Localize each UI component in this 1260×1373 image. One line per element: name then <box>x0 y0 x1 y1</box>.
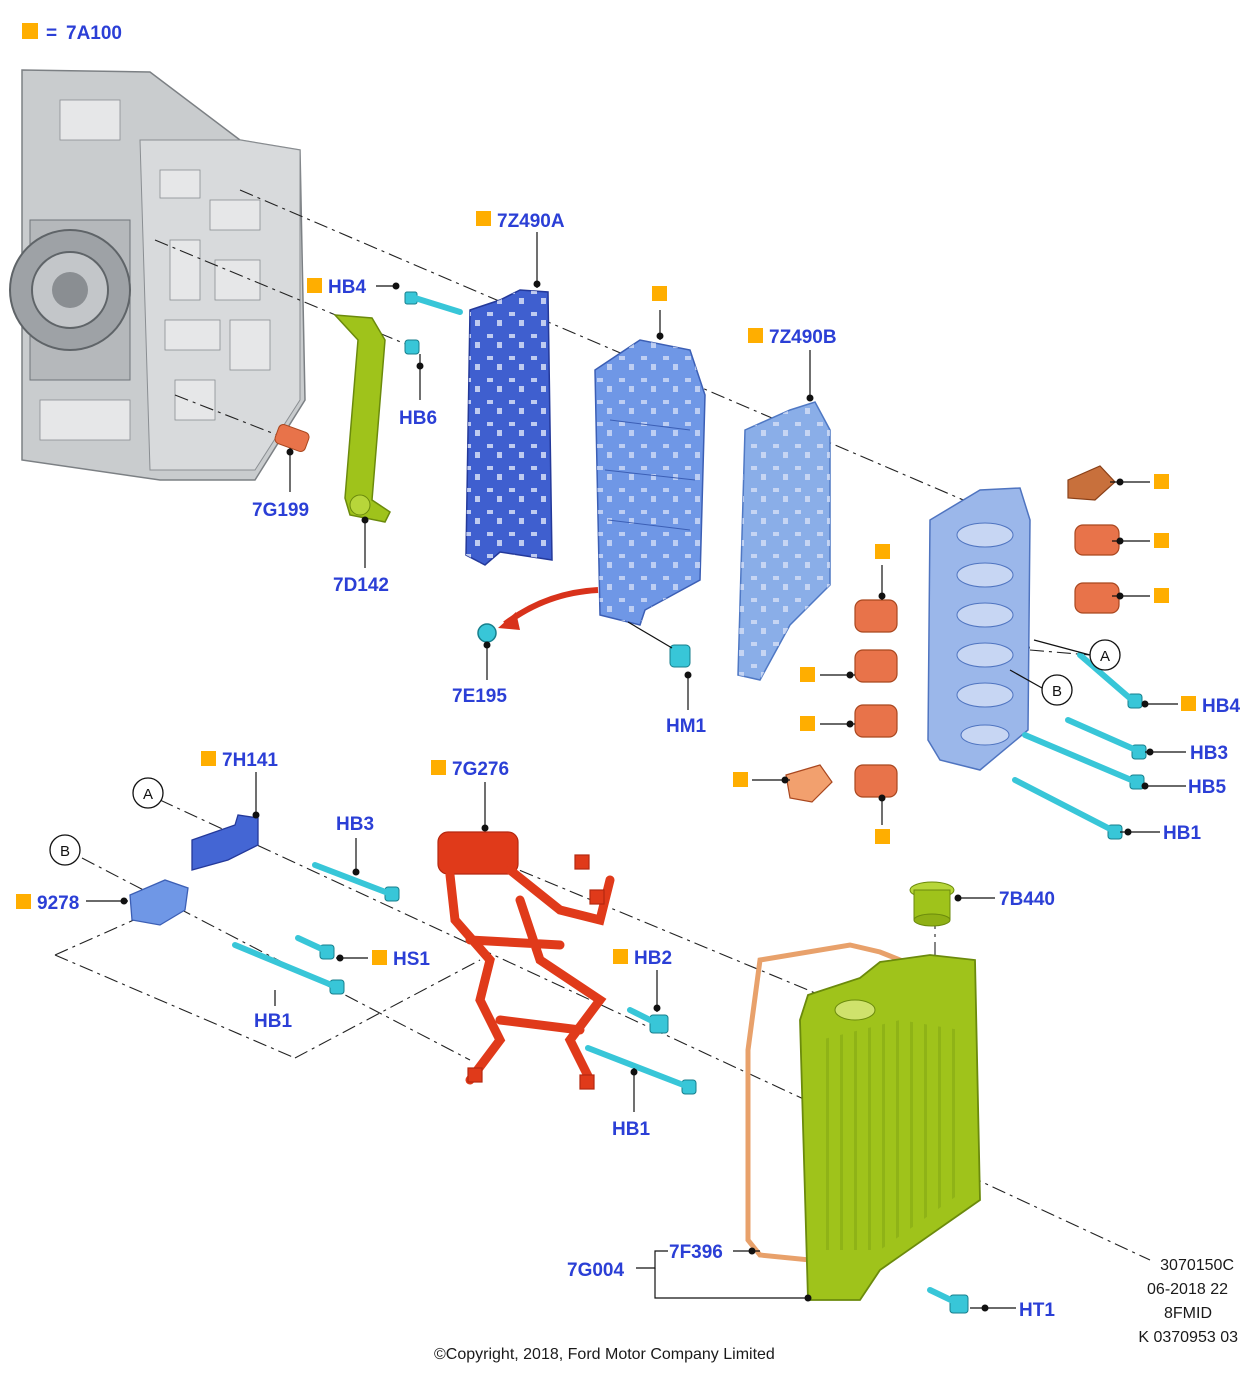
drawing-meta: 3070150C 06-2018 22 8FMID K 0370953 03 <box>1138 1257 1238 1346</box>
solenoids <box>785 465 1120 803</box>
marker-icon <box>652 286 667 301</box>
label-hb5: HB5 <box>1188 777 1226 798</box>
marker-icon <box>875 544 890 559</box>
meta-code: 3070150C <box>1160 1257 1234 1274</box>
label-hb3-left: HB3 <box>336 814 374 835</box>
callout-b-left: B <box>49 834 81 866</box>
legend-code: 7A100 <box>66 23 122 44</box>
label-hm1: HM1 <box>666 716 707 737</box>
callout-b-right-text: B <box>1052 683 1062 700</box>
part-7d142-bracket <box>333 314 391 523</box>
callout-a-right: A <box>1089 639 1121 671</box>
label-hb6: HB6 <box>399 408 437 429</box>
label-7e195: 7E195 <box>452 686 507 707</box>
part-7g004-oil-pan <box>799 954 981 1301</box>
label-hb1-mid: HB1 <box>612 1119 650 1140</box>
label-hs1: HS1 <box>393 949 430 970</box>
part-7h141-bracket <box>191 814 259 871</box>
callout-b-left-text: B <box>60 843 70 860</box>
marker-icon <box>1154 474 1169 489</box>
label-7z490a: 7Z490A <box>497 211 565 232</box>
part-7z490b-plate <box>737 401 831 681</box>
bolts <box>232 291 1147 1314</box>
marker-icon <box>1154 588 1169 603</box>
copyright: ©Copyright, 2018, Ford Motor Company Lim… <box>434 1346 775 1363</box>
marker-icon <box>800 716 815 731</box>
marker-icon <box>476 211 491 226</box>
callout-b-right: B <box>1041 674 1073 706</box>
part-labels: 7Z490A HB4 HB6 7G199 7D142 7Z490B 7E195 … <box>37 211 1240 1321</box>
label-7z490b: 7Z490B <box>769 327 837 348</box>
part-7g276-harness <box>437 831 615 1090</box>
arrow-icon <box>503 587 599 627</box>
callout-a-right-text: A <box>1100 648 1110 665</box>
part-7g199-sleeve <box>274 424 310 452</box>
marker-icon <box>1154 533 1169 548</box>
legend-equals: = <box>46 23 57 44</box>
arrow-head-icon <box>498 612 520 630</box>
marker-icon <box>16 894 31 909</box>
callout-a-left: A <box>132 777 164 809</box>
label-hb1-right: HB1 <box>1163 823 1201 844</box>
label-9278: 9278 <box>37 893 79 914</box>
label-hb4-right: HB4 <box>1202 696 1240 717</box>
label-ht1: HT1 <box>1019 1300 1055 1321</box>
meta-ref: K 0370953 03 <box>1138 1329 1238 1346</box>
part-valve-body-upper <box>594 339 706 626</box>
part-7e195-ball <box>477 623 497 643</box>
marker-icon <box>875 829 890 844</box>
meta-model: 8FMID <box>1164 1305 1212 1322</box>
marker-icon <box>201 751 216 766</box>
transmission-housing <box>9 69 306 481</box>
label-hb4-top: HB4 <box>328 277 366 298</box>
marker-icon <box>613 949 628 964</box>
part-9278-sensor <box>129 879 189 926</box>
marker-icon <box>1181 696 1196 711</box>
marker-icon <box>733 772 748 787</box>
label-7b440: 7B440 <box>999 889 1055 910</box>
meta-date: 06-2018 22 <box>1147 1281 1228 1298</box>
label-7f396: 7F396 <box>669 1242 723 1263</box>
marker-icon <box>431 760 446 775</box>
label-hb3-right: HB3 <box>1190 743 1228 764</box>
label-7g199: 7G199 <box>252 500 309 521</box>
leader-lines <box>86 232 1186 1312</box>
marker-icon <box>748 328 763 343</box>
label-7h141: 7H141 <box>222 750 278 771</box>
part-7z490a-plate <box>465 289 553 566</box>
label-7d142: 7D142 <box>333 575 389 596</box>
part-markers <box>16 211 1196 965</box>
marker-icon <box>307 278 322 293</box>
legend-marker-icon <box>22 23 38 39</box>
part-7b440-plug <box>909 881 955 927</box>
callout-a-left-text: A <box>143 786 153 803</box>
marker-icon <box>372 950 387 965</box>
label-hb1-left: HB1 <box>254 1011 292 1032</box>
label-hb2: HB2 <box>634 948 672 969</box>
marker-icon <box>800 667 815 682</box>
part-valve-body-main <box>927 487 1031 771</box>
label-7g276: 7G276 <box>452 759 509 780</box>
label-7g004: 7G004 <box>567 1260 624 1281</box>
